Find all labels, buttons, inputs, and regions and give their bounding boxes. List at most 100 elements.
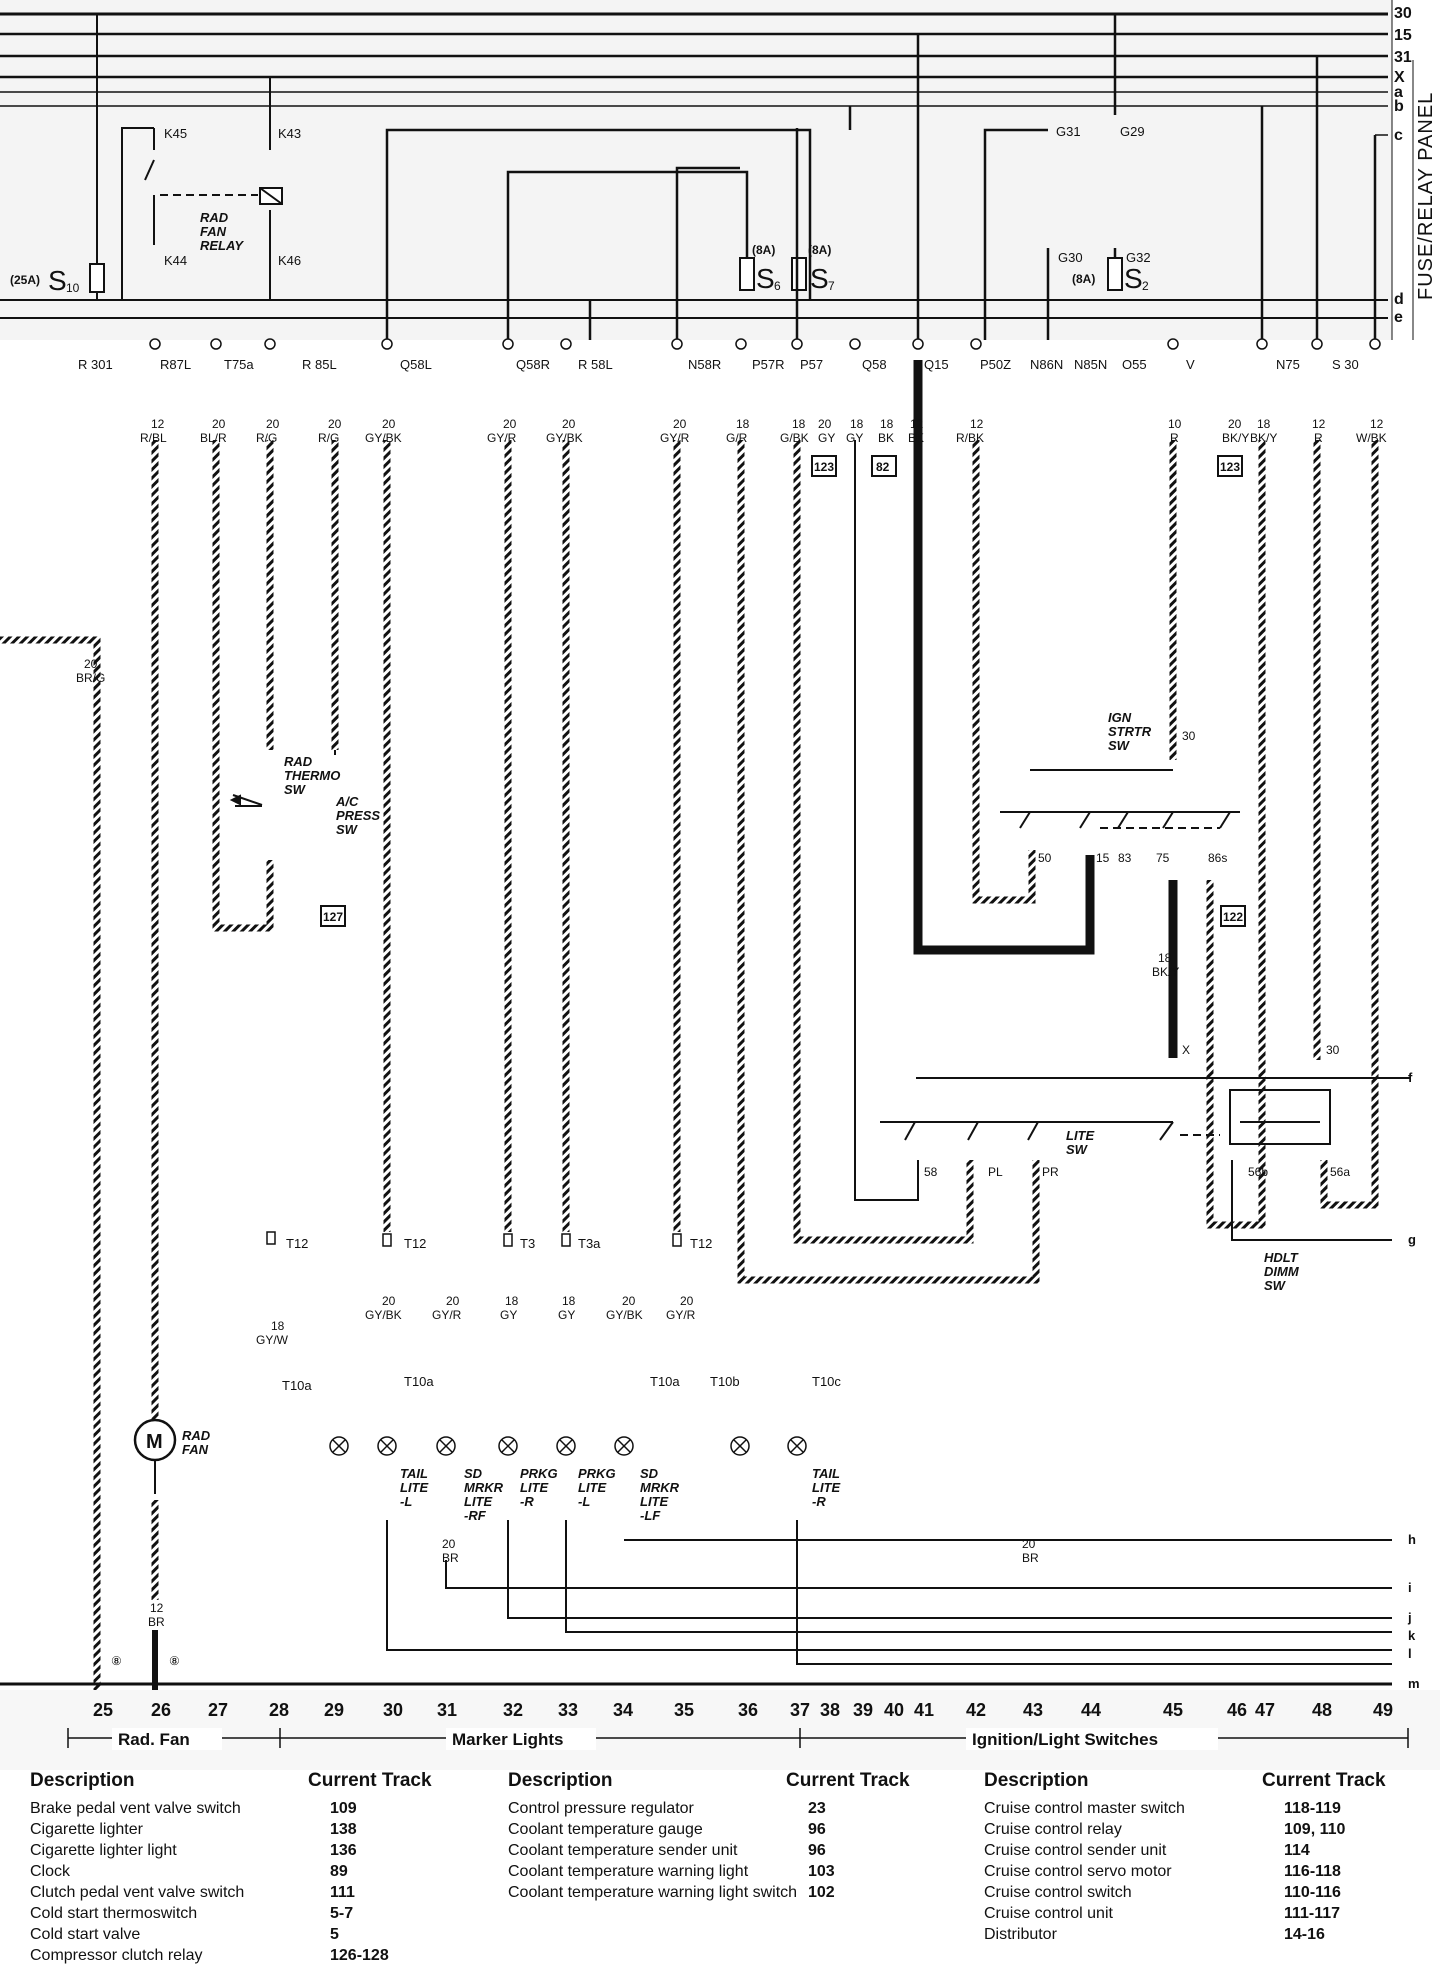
lite-sw-label: SW: [1066, 1142, 1089, 1157]
wire-gauge: 12: [970, 417, 984, 431]
sd-mrkr-lite-lf-label: SD: [640, 1466, 659, 1481]
track-number: 41: [914, 1700, 934, 1720]
hdlt-dimm-sw-label: SW: [1264, 1278, 1287, 1293]
wire-gauge: 20: [266, 417, 280, 431]
rad-fan-motor: M: [133, 1418, 177, 1770]
connector-code: P57R: [752, 357, 785, 372]
switch-terminal: 86s: [1208, 851, 1227, 865]
wire-color: BR: [1022, 1551, 1039, 1565]
legend-track: 14-16: [1284, 1926, 1325, 1943]
wire-gauge: 18: [505, 1294, 519, 1308]
legend-description: Coolant temperature sender unit: [508, 1842, 738, 1859]
lite-sw-symbol: [880, 1077, 1410, 1145]
panel-terminal: G29: [1120, 124, 1145, 139]
connector-label: T10a: [650, 1374, 680, 1389]
wire-color: BK/Y: [1250, 431, 1277, 445]
ground-mark: ⑧: [169, 1654, 180, 1668]
track-number: 48: [1312, 1700, 1332, 1720]
wire-color: GY: [846, 431, 863, 445]
prkg-lite-l-label: -L: [578, 1494, 590, 1509]
legend-description: Cruise control switch: [984, 1884, 1132, 1901]
section-label: Rad. Fan: [118, 1730, 190, 1749]
tail-lite-l-label: LITE: [400, 1480, 428, 1495]
track-number: 34: [613, 1700, 633, 1720]
wire-color: R/G: [256, 431, 277, 445]
connector-code: T75a: [224, 357, 254, 372]
switch-terminal: 75: [1156, 851, 1170, 865]
bus-label: a: [1394, 84, 1403, 101]
switch-terminal: 30: [1182, 729, 1196, 743]
legend-header-track: Current Track: [1262, 1770, 1386, 1791]
legend-column-2: Description Current Track Control pressu…: [508, 1770, 948, 1903]
legend-description: Cold start thermoswitch: [30, 1905, 198, 1922]
legend-description: Coolant temperature gauge: [508, 1821, 703, 1838]
sd-mrkr-lite-lf-label: MRKR: [640, 1480, 680, 1495]
track-number: 36: [738, 1700, 758, 1720]
wire-color: GY/BK: [365, 431, 402, 445]
wire-color: R: [1314, 431, 1323, 445]
prkg-lite-r-label: LITE: [520, 1480, 548, 1495]
switch-terminal: 56a: [1330, 1165, 1350, 1179]
bus-label: c: [1394, 127, 1403, 144]
wire-color: GY: [558, 1308, 575, 1322]
motor-symbol: M: [146, 1431, 163, 1453]
prkg-lite-r-label: -R: [520, 1494, 534, 1509]
wire-gauge: 12: [150, 1601, 164, 1615]
fuse-rating: (8A): [1072, 272, 1095, 286]
relay-name: RELAY: [200, 238, 244, 253]
panel-pins: [149, 338, 1381, 350]
wire-gauge: 12: [151, 417, 165, 431]
hdlt-dimm-sw-label: DIMM: [1264, 1264, 1300, 1279]
ign-strtr-sw-label: IGN: [1108, 710, 1132, 725]
wire-color: GY/BK: [546, 431, 583, 445]
wire-gauge: 20: [680, 1294, 694, 1308]
sd-mrkr-lite-rf-label: MRKR: [464, 1480, 504, 1495]
side-line-label: l: [1408, 1646, 1412, 1661]
wire-gauge: 12: [1312, 417, 1326, 431]
legend-row: Coolant temperature warning light switch…: [508, 1882, 948, 1903]
fuse-name: S: [810, 263, 829, 294]
wire-gauge: 18: [880, 417, 894, 431]
side-line-label: f: [1408, 1070, 1413, 1085]
legend-description: Cruise control servo motor: [984, 1863, 1172, 1880]
switch-terminal: 58: [924, 1165, 938, 1179]
track-number: 46: [1227, 1700, 1247, 1720]
wire-gauge: 20: [562, 417, 576, 431]
track-number: 33: [558, 1700, 578, 1720]
track-number: 28: [269, 1700, 289, 1720]
track-number: 29: [324, 1700, 344, 1720]
track-number: 26: [151, 1700, 171, 1720]
legend-description: Cruise control sender unit: [984, 1842, 1167, 1859]
track-number: 38: [820, 1700, 840, 1720]
legend-header: Description Current Track: [508, 1770, 948, 1792]
wire-color: GY/BK: [365, 1308, 402, 1322]
connector-code: R 85L: [302, 357, 337, 372]
connector-code: P57: [800, 357, 823, 372]
rad-fan-label: FAN: [182, 1442, 209, 1457]
wire-color: BR/G: [76, 671, 105, 685]
bus-label: e: [1394, 309, 1403, 326]
ref-box-label: 82: [876, 460, 890, 474]
sd-mrkr-lite-rf-label: SD: [464, 1466, 483, 1481]
legend-description: Distributor: [984, 1926, 1057, 1943]
side-line-label: j: [1407, 1610, 1412, 1625]
legend-description: Clock: [30, 1863, 71, 1880]
wire-color: G/BK: [780, 431, 809, 445]
ign-strtr-sw-label: SW: [1108, 738, 1131, 753]
relay-terminal: K43: [278, 126, 301, 141]
side-line-label: m: [1408, 1676, 1420, 1691]
legend-track: 118-119: [1284, 1800, 1341, 1817]
wire-gauge: 18: [562, 1294, 576, 1308]
legend-column-3: Description Current Track Cruise control…: [984, 1770, 1424, 1945]
switch-terminal: PL: [988, 1165, 1003, 1179]
bus-label: 30: [1394, 5, 1412, 22]
bus-label: 15: [1394, 27, 1412, 44]
ac-press-sw-label: SW: [336, 822, 359, 837]
wire-gauge: 12: [1370, 417, 1384, 431]
connector-code: P50Z: [980, 357, 1011, 372]
